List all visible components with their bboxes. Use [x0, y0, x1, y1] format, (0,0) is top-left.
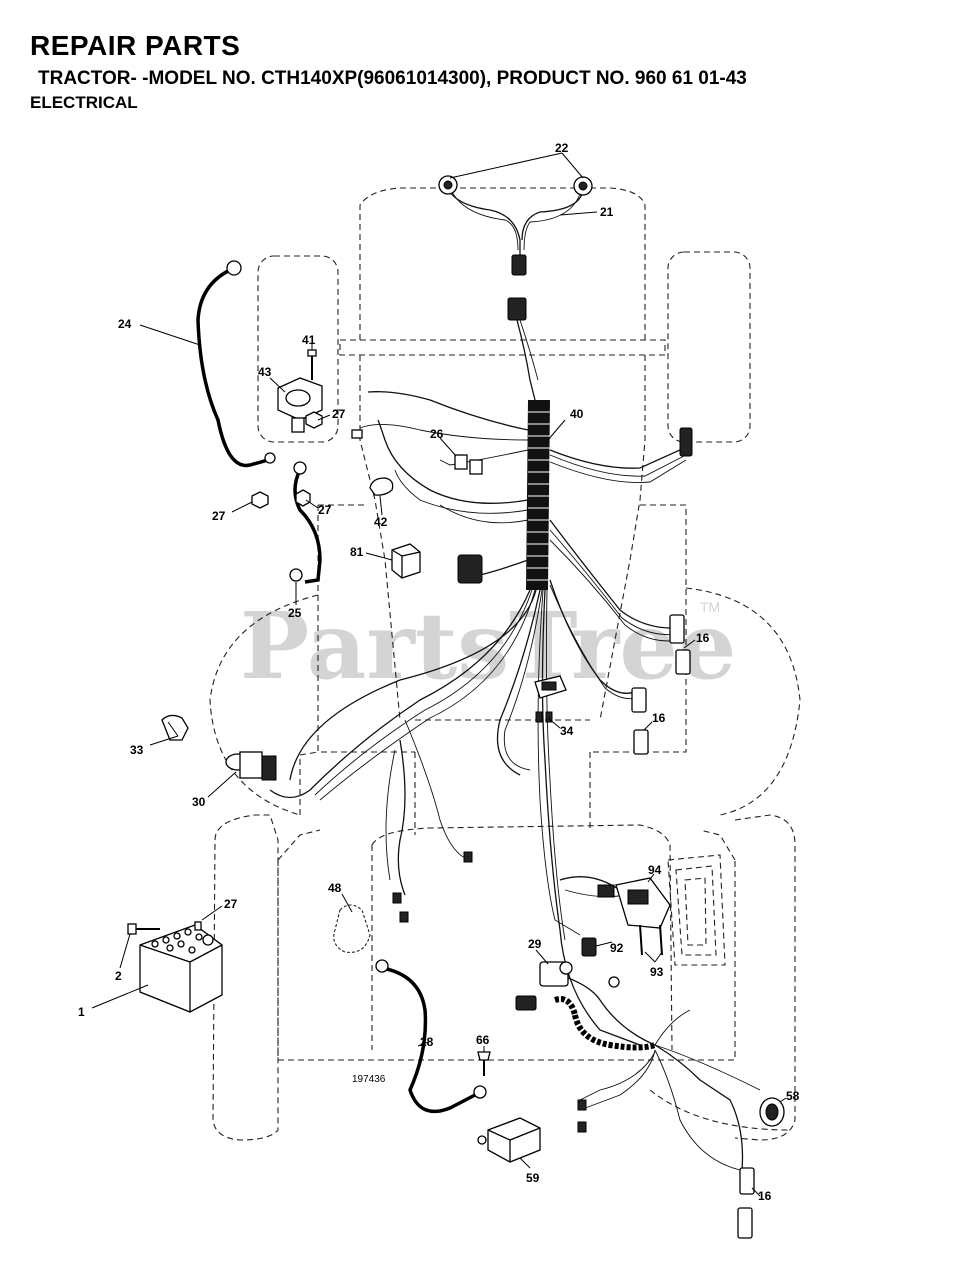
- wiring-harness: [269, 175, 761, 1171]
- callout-40: 40: [570, 407, 584, 421]
- callout-24: 24: [118, 317, 132, 331]
- callout-42: 42: [374, 515, 388, 529]
- switch-connector-92: [581, 937, 597, 957]
- watermark-trademark: TM: [700, 599, 720, 615]
- hex-nut-2: [251, 491, 269, 509]
- plug-connector-16c: [737, 1167, 755, 1239]
- terminal-boot: [369, 477, 394, 496]
- plug-connector-16b: [631, 687, 649, 755]
- rear-coiled-cord: [554, 996, 656, 1051]
- callout-2: 2: [115, 969, 122, 983]
- seat-switch-assembly: [597, 877, 671, 929]
- callout-48: 48: [328, 881, 342, 895]
- seat-switch-screw-2: [659, 924, 663, 956]
- hex-nut-3: [295, 489, 311, 507]
- model-line: TRACTOR- -MODEL NO. CTH140XP(96061014300…: [38, 68, 747, 89]
- relay-connector: [457, 554, 483, 584]
- callout-27-battery: 27: [224, 897, 238, 911]
- callout-34: 34: [560, 724, 574, 738]
- wire-terminal-3: [399, 911, 409, 923]
- cable-terminal-ring: [226, 260, 242, 276]
- battery-cable-negative: [381, 966, 476, 1114]
- callout-1: 1: [78, 1005, 85, 1019]
- figure-code: 197436: [352, 1074, 386, 1085]
- ignition-key: [161, 714, 189, 741]
- callout-16-middle: 16: [652, 711, 666, 725]
- callout-81: 81: [350, 545, 364, 559]
- callout-16-lower: 16: [758, 1189, 772, 1203]
- taillight-bulb: [333, 904, 371, 953]
- solenoid-bolt: [307, 349, 317, 380]
- callout-59: 59: [526, 1171, 540, 1185]
- callout-25: 25: [288, 606, 302, 620]
- callout-66: 66: [476, 1033, 490, 1047]
- brake-switch: [539, 961, 573, 987]
- callout-41: 41: [302, 333, 316, 347]
- negative-cable-terminal: [375, 959, 389, 973]
- pto-switch-connector: [679, 427, 693, 457]
- callout-16-upper: 16: [696, 631, 710, 645]
- callout-27-right: 27: [318, 503, 332, 517]
- callout-27-solenoid: 27: [332, 407, 346, 421]
- relay: [391, 543, 421, 579]
- wire-terminal-5: [577, 1121, 587, 1133]
- callout-92: 92: [610, 941, 624, 955]
- tractor-outline: [209, 187, 801, 1141]
- ground-screw: [477, 1051, 491, 1076]
- callout-27-left: 27: [212, 509, 226, 523]
- headlight-switch: [534, 675, 567, 723]
- callout-30: 30: [192, 795, 206, 809]
- harness-loom: [526, 400, 550, 590]
- starter-solenoid: [277, 377, 323, 433]
- ignition-module: [477, 1117, 541, 1163]
- headlight-bulb-left: [438, 175, 458, 195]
- wire-terminal-2: [392, 892, 402, 904]
- clutch-connector: [515, 995, 537, 1011]
- callout-29: 29: [528, 937, 542, 951]
- battery-cable-positive: [196, 268, 276, 468]
- terminal-clip: [351, 429, 363, 439]
- ground-cable: [293, 469, 322, 584]
- wire-terminal: [463, 851, 473, 863]
- headlight-connector: [511, 254, 527, 276]
- battery-bolt: [127, 921, 202, 935]
- callout-22: 22: [555, 141, 569, 155]
- wire-terminal-4: [577, 1099, 587, 1111]
- battery: [139, 924, 223, 1013]
- callout-43: 43: [258, 365, 272, 379]
- seat-switch-screw: [639, 924, 643, 956]
- ground-cable-terminal: [289, 568, 303, 582]
- callout-94: 94: [648, 863, 662, 877]
- ground-ring-terminal: [608, 976, 620, 988]
- page-title: REPAIR PARTS: [30, 30, 241, 61]
- callout-93: 93: [650, 965, 664, 979]
- plug-connector-16a: [669, 614, 691, 675]
- headlight-bulb-right: [573, 176, 593, 196]
- callout-28: 28: [420, 1035, 434, 1049]
- callout-21: 21: [600, 205, 614, 219]
- cable-ring-terminal: [264, 452, 276, 464]
- hex-nut: [305, 411, 323, 429]
- hour-meter: [759, 1097, 785, 1127]
- fuse-holder: [454, 454, 483, 475]
- negative-cable-end-terminal: [473, 1085, 487, 1099]
- section-title: ELECTRICAL: [30, 93, 138, 112]
- callout-58: 58: [786, 1089, 800, 1103]
- callout-33: 33: [130, 743, 144, 757]
- callout-leaders: [91, 152, 787, 1197]
- callout-26: 26: [430, 427, 444, 441]
- solenoid-terminal-ring: [293, 461, 307, 475]
- ignition-switch: [225, 751, 277, 781]
- harness-headlight-plug: [507, 297, 527, 321]
